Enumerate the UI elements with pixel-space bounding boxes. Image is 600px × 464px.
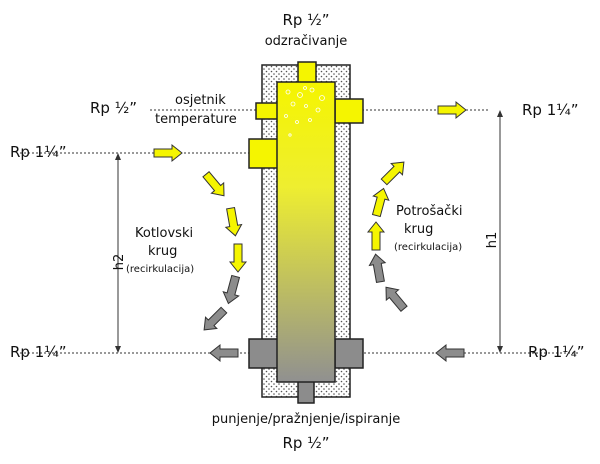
flow-arrow — [367, 221, 385, 251]
hot-inlet-nozzle — [248, 138, 279, 169]
top-size-label: Rp ½” — [282, 11, 329, 29]
drain-nozzle — [297, 380, 315, 404]
drain-label: punjenje/pražnjenje/ispiranje — [212, 412, 400, 427]
left-lower-size: Rp 1¼” — [10, 343, 67, 361]
flow-arrow — [367, 252, 389, 284]
sensor-size-label: Rp ½” — [90, 99, 137, 117]
right-lower-size: Rp 1¼” — [528, 343, 585, 361]
left-circuit-label-2: krug — [148, 244, 177, 259]
flow-arrow — [229, 243, 247, 273]
flow-arrow — [379, 281, 411, 315]
h1-label: h1 — [485, 232, 500, 249]
sensor-nozzle — [255, 102, 279, 120]
hot-outlet-arrow — [437, 101, 467, 119]
vent-nozzle — [297, 61, 317, 85]
flow-arrow — [199, 168, 231, 202]
air-bubbles — [284, 86, 325, 137]
cold-outlet-arrow — [209, 344, 239, 362]
inner-vessel — [276, 81, 336, 383]
right-circuit-label-2: krug — [404, 222, 433, 237]
cold-outlet-nozzle — [248, 338, 279, 369]
hot-outlet-nozzle — [334, 98, 364, 124]
flow-arrow — [220, 273, 244, 307]
right-circuit-label-1: Potrošački — [396, 204, 462, 219]
left-circuit-label-1: Kotlovski — [135, 226, 193, 241]
separator — [248, 61, 364, 404]
cold-inlet-arrow — [435, 344, 465, 362]
flow-arrow — [368, 185, 392, 219]
flow-arrow — [222, 206, 244, 238]
right-circuit-label-3: (recirkulacija) — [394, 242, 462, 253]
bottom-size-label: Rp ½” — [282, 434, 329, 452]
sensor-label-2: temperature — [155, 112, 237, 127]
hot-inlet-arrow — [153, 144, 183, 162]
sensor-label-1: osjetnik — [175, 93, 226, 108]
h2-label: h2 — [112, 254, 127, 271]
left-upper-size: Rp 1¼” — [10, 143, 67, 161]
vent-label: odzračivanje — [265, 34, 348, 49]
flow-arrow — [377, 155, 411, 189]
left-circuit-label-3: (recirkulacija) — [126, 264, 194, 275]
right-upper-size: Rp 1¼” — [522, 101, 579, 119]
cold-inlet-nozzle — [334, 338, 364, 369]
flow-arrow — [197, 303, 231, 337]
